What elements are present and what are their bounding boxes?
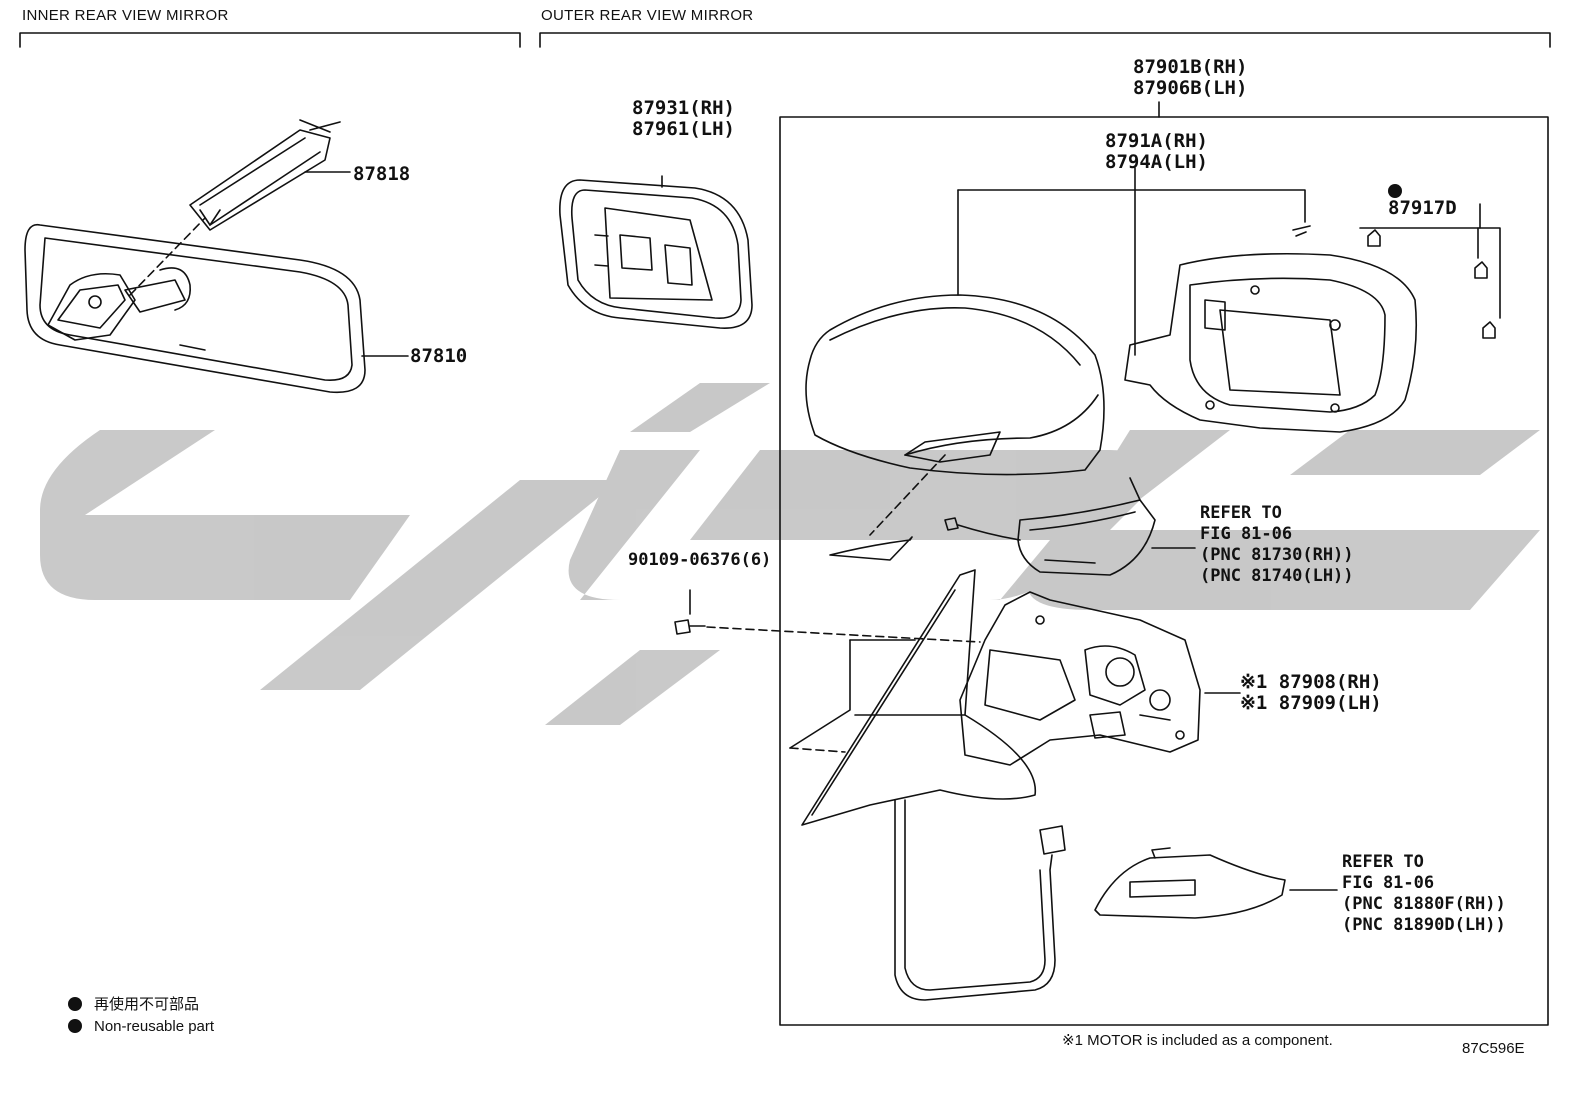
part-87908-rh: ※1 87908(RH) [1240,671,1382,693]
legend-text-en: Non-reusable part [94,1018,215,1035]
part-87917d[interactable]: 87917D [1388,184,1457,219]
ref-line: (PNC 81880F(RH)) [1342,894,1506,914]
lower-lamp-drawing [1094,847,1338,919]
ref-line: FIG 81-06 [1342,873,1435,893]
lower-lamp-reference[interactable]: REFER TO FIG 81-06 (PNC 81880F(RH)) (PNC… [1342,852,1506,936]
inner-mirror-drawing [24,119,409,394]
turn-signal-reference[interactable]: REFER TO FIG 81-06 (PNC 81730(RH)) (PNC … [1200,503,1354,587]
turn-signal-drawing [829,477,1196,576]
part-87901-rh: 87901B(RH) [1133,56,1248,78]
part-87917d-label: 87917D [1388,197,1457,219]
part-87810[interactable]: 87810 [410,345,468,367]
legend-japanese: 再使用不可部品 [68,993,199,1014]
legend-english: Non-reusable part [68,1018,214,1035]
part-87901[interactable]: 87901B(RH) 87906B(LH) [1133,57,1247,99]
mirror-glass-drawing [559,175,753,329]
figure-code: 87C596E [1462,1040,1525,1057]
watermark-logo [40,383,1540,725]
part-87908[interactable]: ※1 87908(RH) ※1 87909(LH) [1240,672,1382,714]
ref-line: (PNC 81890D(LH)) [1342,915,1506,935]
outer-mirror-header: OUTER REAR VIEW MIRROR [541,7,754,24]
mirror-housing-drawing [805,167,1501,476]
ref-line: FIG 81-06 [1200,524,1293,544]
part-90109[interactable]: 90109-06376(6) [628,550,772,570]
non-reusable-dot-icon [1388,184,1402,198]
bullet-dot-icon [68,1019,82,1033]
mirror-base-drawing [674,454,1241,1001]
bullet-dot-icon [68,997,82,1011]
ref-line: (PNC 81740(LH)) [1200,566,1354,586]
legend-text-jp: 再使用不可部品 [94,996,200,1013]
part-87961-lh: 87961(LH) [632,118,735,140]
part-87931[interactable]: 87931(RH) 87961(LH) [632,98,735,140]
part-87818[interactable]: 87818 [353,163,411,185]
part-8791a-rh: 8791A(RH) [1105,130,1208,152]
part-8791a[interactable]: 8791A(RH) 8794A(LH) [1105,131,1208,173]
ref-line: REFER TO [1200,503,1282,523]
part-87931-rh: 87931(RH) [632,97,735,119]
ref-line: REFER TO [1342,852,1424,872]
ref-line: (PNC 81730(RH)) [1200,545,1354,565]
part-87909-lh: ※1 87909(LH) [1240,692,1382,714]
part-8794a-lh: 8794A(LH) [1105,151,1208,173]
motor-footnote: ※1 MOTOR is included as a component. [1062,1032,1333,1049]
inner-mirror-header: INNER REAR VIEW MIRROR [22,7,229,24]
part-87906-lh: 87906B(LH) [1133,77,1248,99]
